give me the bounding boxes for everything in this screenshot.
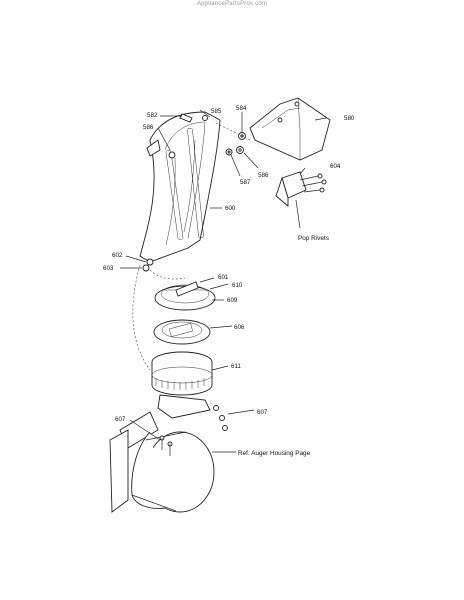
rotation-ring: [151, 351, 213, 396]
callout-607b: 607: [257, 409, 268, 416]
callout-601: 601: [218, 274, 229, 281]
callout-606: 606: [234, 324, 245, 331]
upper-hardware: [179, 113, 246, 156]
callout-602: 602: [112, 252, 123, 259]
callout-607a: 607: [115, 416, 126, 423]
callout-604: 604: [330, 163, 341, 170]
auger-housing-reference-note: Ref. Auger Housing Page: [238, 450, 311, 457]
callout-labels: 582 585 586 584 580 587 586 600 604 602 …: [103, 105, 355, 423]
callout-582: 582: [147, 112, 158, 119]
callout-586b: 586: [258, 172, 269, 179]
callout-609: 609: [227, 297, 238, 304]
auger-housing-base: [109, 394, 228, 513]
leader-lines: [120, 109, 327, 453]
deflector-part: [249, 97, 331, 161]
callout-600: 600: [225, 205, 236, 212]
chute-fasteners: [142, 258, 154, 272]
callout-603: 603: [103, 265, 114, 272]
upper-chute-part: [139, 111, 221, 263]
callout-586a: 586: [143, 124, 154, 131]
callout-587: 587: [240, 179, 251, 186]
callout-610: 610: [232, 282, 243, 289]
callout-611: 611: [231, 363, 241, 370]
bearing-plate: [153, 319, 211, 345]
callout-584: 584: [236, 105, 247, 112]
callout-585: 585: [211, 108, 222, 115]
callout-580: 580: [344, 115, 355, 122]
control-bracket-part: [275, 171, 327, 207]
watermark-text: AppliancePartsPros.com: [196, 1, 268, 7]
cable-guide-ring: [154, 281, 216, 311]
pop-rivets-note: Pop Rivets: [298, 235, 329, 242]
